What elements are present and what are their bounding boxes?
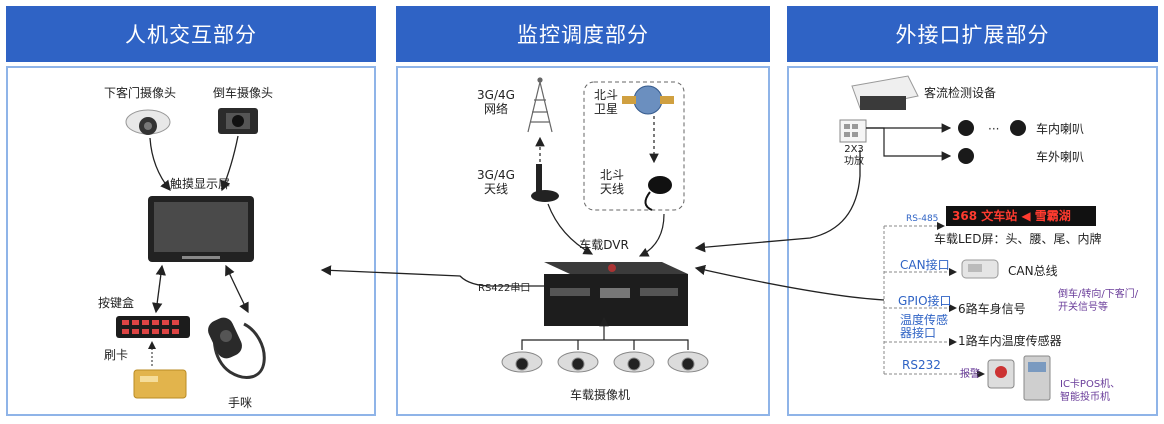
rs485-label: RS-485: [906, 214, 939, 224]
alarm-device-icon: [987, 359, 1015, 389]
passenger-counter-icon: [851, 75, 919, 110]
body-signal-detail-line1: 倒车/转向/下客门/: [1058, 289, 1139, 300]
door-camera-icon: [125, 109, 171, 135]
led-display-label: 车载LED屏：头、腰、尾、内牌: [934, 232, 1102, 246]
led-display-icon: [946, 206, 1096, 226]
beidou-satellite-label-line2: 卫星: [593, 102, 619, 116]
body-signal-detail: 倒车/转向/下客门/开关信号等: [1058, 288, 1138, 314]
card-icon: [133, 369, 187, 399]
gpio-port-label: GPIO接口: [898, 294, 952, 308]
handset-icon: [208, 317, 266, 379]
temp-port-label-line1: 温度传感: [900, 313, 949, 327]
keypad-label: 按键盒: [98, 296, 135, 310]
temp-sensor-label: 1路车内温度传感器: [958, 334, 1062, 348]
led-display-text: 368 文车站 ◀ 雪霸湖: [952, 209, 1071, 223]
panel-title-hmi: 人机交互部分: [6, 6, 376, 62]
passenger-counter-label: 客流检测设备: [924, 86, 997, 100]
touch-screen-icon: [148, 196, 254, 262]
keypad-icon: [116, 316, 190, 338]
can-device-icon: [961, 259, 999, 279]
beidou-satellite-label-line1: 北斗: [593, 88, 619, 102]
rear-camera-label: 倒车摄像头: [212, 86, 274, 100]
alarm-label: 报警: [960, 369, 980, 380]
pos-machine-label-line1: IC卡POS机、: [1060, 379, 1121, 390]
pos-machine-icon: [1023, 355, 1051, 401]
antenna-4g-label-line2: 天线: [483, 182, 509, 196]
beidou-antenna-label: 北斗天线: [600, 168, 624, 196]
can-bus-label: CAN总线: [1008, 264, 1058, 278]
door-camera-label: 下客门摄像头: [103, 86, 177, 100]
speaker-in-icon: [958, 120, 1026, 136]
beidou-antenna-label-line1: 北斗: [599, 168, 625, 182]
pos-machine-label-line2: 智能投币机: [1060, 392, 1110, 403]
amplifier-icon: [839, 119, 867, 143]
speaker-in-label: 车内喇叭: [1036, 122, 1085, 136]
pos-machine-label: IC卡POS机、智能投币机: [1060, 378, 1120, 404]
card-label: 刷卡: [104, 348, 129, 362]
panel-title-expansion: 外接口扩展部分: [787, 6, 1158, 62]
beidou-antenna-label-line2: 天线: [599, 182, 625, 196]
beidou-antenna-icon: [644, 176, 672, 211]
amplifier-label-line1: 2X3: [844, 144, 864, 155]
svg-text:···: ···: [988, 122, 999, 136]
antenna-4g-icon: [531, 164, 559, 202]
network-label-line1: 3G/4G: [477, 88, 515, 102]
can-port-label: CAN接口: [900, 258, 950, 272]
temp-port-label-line2: 器接口: [900, 326, 937, 340]
panel-title-monitoring: 监控调度部分: [396, 6, 770, 62]
body-signal-label: 6路车身信号: [958, 302, 1026, 316]
rs232-label: RS232: [902, 358, 941, 372]
speaker-out-label: 车外喇叭: [1036, 150, 1085, 164]
network-label-line2: 网络: [483, 102, 509, 116]
temp-port-label: 温度传感器接口: [900, 314, 948, 340]
vehicle-cameras-label: 车载摄像机: [569, 388, 631, 402]
dvr-label: 车载DVR: [579, 238, 629, 252]
handset-label: 手咪: [227, 396, 253, 410]
amplifier-label-line2: 功放: [844, 156, 864, 167]
touch-screen-label: 触摸显示屏: [169, 177, 231, 191]
beidou-satellite-label: 北斗卫星: [594, 88, 618, 116]
body-signal-detail-line2: 开关信号等: [1058, 302, 1108, 313]
rear-camera-icon: [218, 108, 258, 134]
network-tower-icon: [527, 77, 553, 133]
vehicle-cameras-icon: [501, 351, 709, 373]
dvr-icon: [544, 262, 688, 326]
satellite-icon: [622, 85, 674, 115]
speaker-out-icon: [958, 148, 974, 164]
antenna-4g-label-line1: 3G/4G: [477, 168, 515, 182]
rs422-label: RS422串口: [478, 283, 531, 294]
